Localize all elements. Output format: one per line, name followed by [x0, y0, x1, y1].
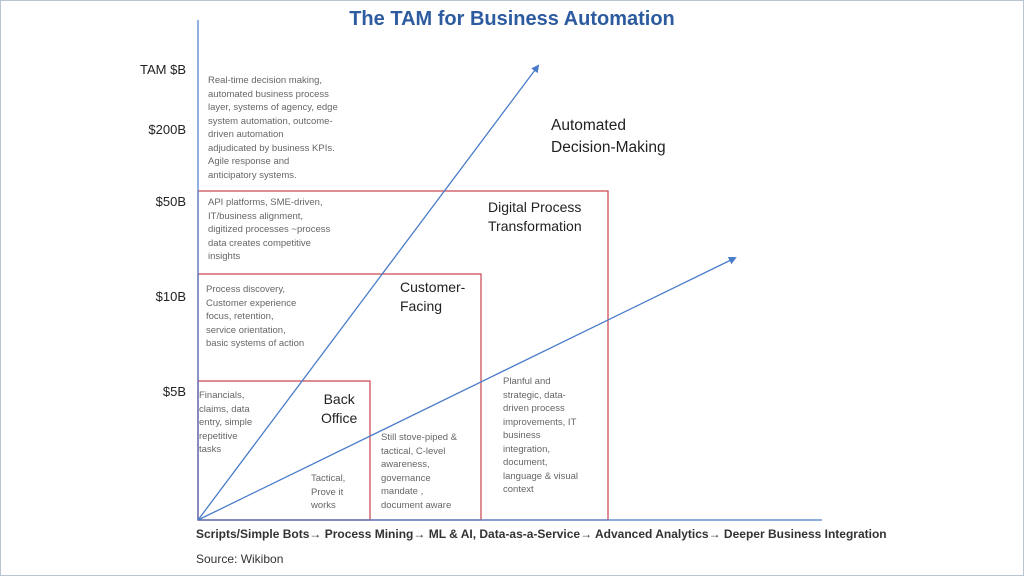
automated-decision-description: Real-time decision making, automated bus… — [208, 75, 338, 181]
y-tick-50b: $50B — [155, 194, 186, 209]
automated-decision-label: Automated Decision-Making — [551, 117, 666, 156]
back-office-label: Back Office — [321, 391, 358, 426]
x-axis-progression: Scripts/Simple Bots→ Process Mining→ ML … — [196, 527, 887, 541]
customer-facing-description: Process discovery, Customer experience f… — [206, 284, 305, 349]
y-tick-10b: $10B — [155, 289, 186, 304]
slide-title: The TAM for Business Automation — [349, 8, 675, 30]
digital-process-description: API platforms, SME-driven, IT/business a… — [208, 197, 331, 262]
customer-facing-note: Still stove-piped & tactical, C-level aw… — [381, 432, 458, 511]
y-tick-5b: $5B — [162, 384, 186, 399]
digital-process-note: Planful and strategic, data- driven proc… — [503, 376, 578, 495]
customer-facing-label: Customer- Facing — [400, 279, 466, 314]
back-office-description: Financials, claims, data entry, simple r… — [199, 390, 253, 455]
back-office-note: Tactical, Prove it works — [311, 473, 346, 511]
y-tick-200b: $200B — [148, 122, 186, 137]
y-axis-title: TAM $B — [140, 62, 186, 77]
digital-process-label: Digital Process Transformation — [488, 199, 582, 234]
steep-growth-arrow — [197, 64, 540, 521]
shallow-growth-arrow — [197, 257, 737, 521]
source-note: Source: Wikibon — [196, 552, 284, 566]
